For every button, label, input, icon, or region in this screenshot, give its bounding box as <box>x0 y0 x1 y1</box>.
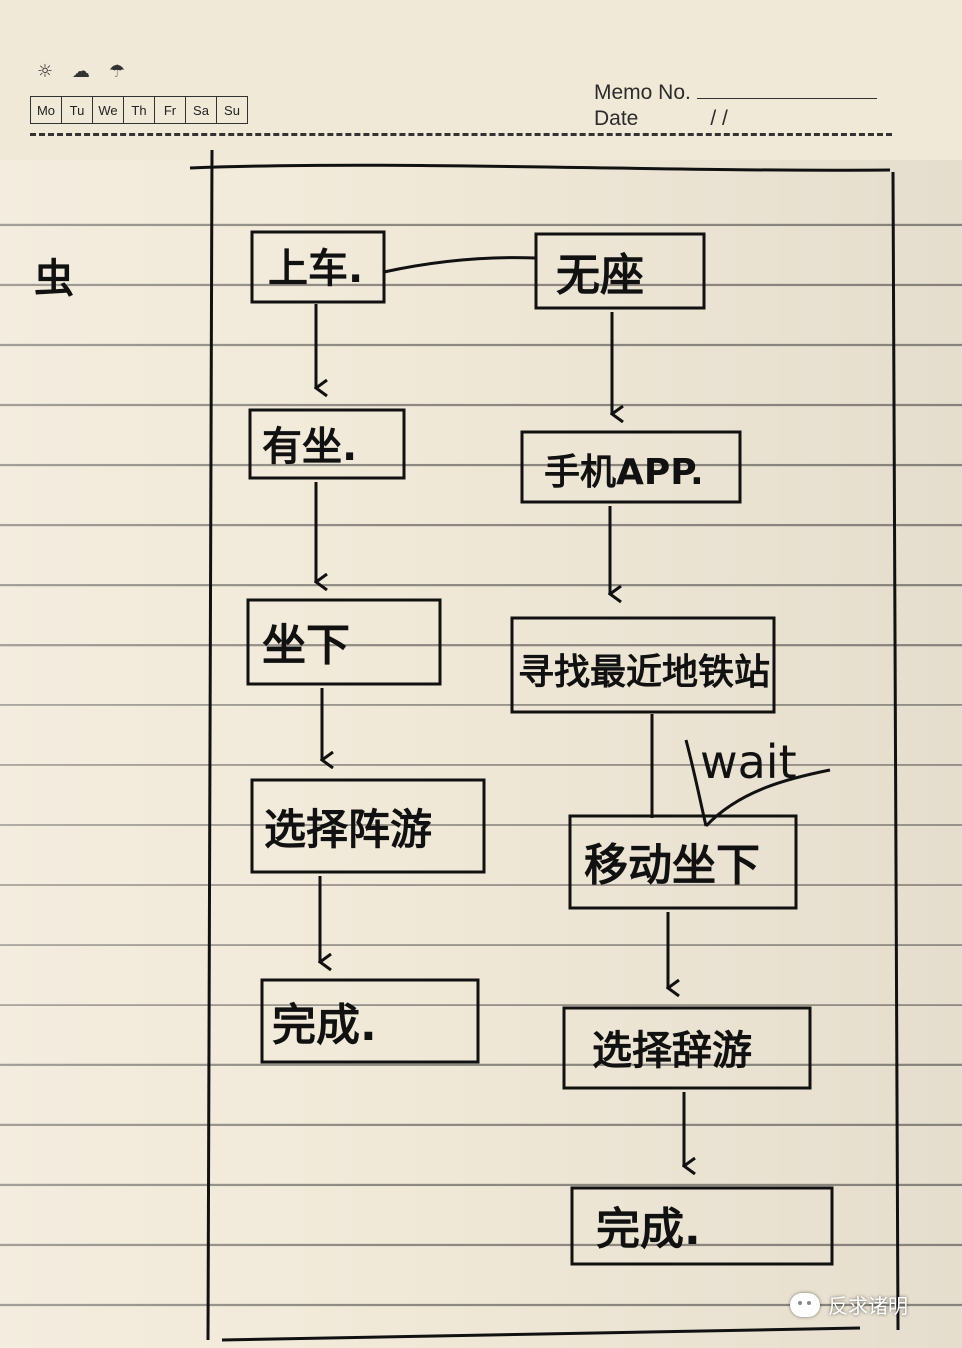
memo-no-line <box>696 82 877 99</box>
box-has-seat <box>248 408 406 480</box>
wait-stroke <box>684 739 831 828</box>
box-board-train <box>250 230 386 304</box>
connector-board-no-seat <box>383 256 537 274</box>
label-board-train: 上车. <box>268 246 363 292</box>
label-sit-down: 坐下 <box>262 620 350 671</box>
day-su: Su <box>224 102 240 118</box>
label-done-left: 完成. <box>272 1000 377 1051</box>
box-find-station <box>510 616 776 714</box>
watermark: 反求诸明 <box>790 1290 908 1319</box>
date-slashes: / / <box>710 107 728 130</box>
chat-icon <box>790 1292 820 1317</box>
label-choose-right: 选择辞游 <box>592 1028 752 1074</box>
margin-mark: 虫 <box>34 256 74 302</box>
memo-no-label: Memo No. <box>594 81 691 104</box>
box-choose-right <box>562 1006 812 1090</box>
day-th: Th <box>124 97 155 123</box>
label-phone-app: 手机APP. <box>544 452 704 493</box>
bottom-partial-box <box>221 1326 861 1342</box>
box-move-sit <box>568 814 798 910</box>
box-phone-app <box>520 430 742 504</box>
label-find-station: 寻找最近地铁站 <box>518 652 770 693</box>
label-done-right: 完成. <box>596 1204 701 1255</box>
weather-icons: ☼ ☁ ☂ <box>30 57 132 85</box>
weekday-boxes: Mo Tu We Th Fr Sa Su <box>30 96 248 124</box>
dashed-separator <box>30 133 892 136</box>
day-mo: Mo <box>31 97 62 123</box>
date-label: Date <box>594 107 639 130</box>
label-has-seat: 有坐. <box>262 424 357 470</box>
frame-left-line <box>205 149 214 1341</box>
box-done-left <box>260 978 480 1064</box>
label-move-sit: 移动坐下 <box>584 840 760 891</box>
frame-top-line <box>189 163 891 172</box>
rain-icon: ☂ <box>108 60 126 82</box>
memo-fields: Memo No. Date / / <box>594 80 877 132</box>
cloud-sun-icon: ☁ <box>72 60 90 82</box>
sun-icon: ☼ <box>36 60 54 82</box>
wait-label: wait <box>700 735 797 789</box>
memo-header: ☼ ☁ ☂ Mo Tu We Th Fr Sa Su Memo No. Date… <box>0 0 962 160</box>
frame-right-line <box>891 171 900 1331</box>
day-we: We <box>93 97 124 123</box>
box-done-right <box>570 1186 834 1266</box>
day-tu: Tu <box>62 97 93 123</box>
day-fr: Fr <box>155 97 186 123</box>
box-choose-left <box>250 778 486 874</box>
box-sit-down <box>246 598 442 686</box>
watermark-text: 反求诸明 <box>828 1294 908 1318</box>
box-no-seat <box>534 232 706 310</box>
day-sa: Sa <box>186 97 217 123</box>
label-no-seat: 无座 <box>556 250 644 301</box>
label-choose-left: 选择阵游 <box>264 805 432 854</box>
